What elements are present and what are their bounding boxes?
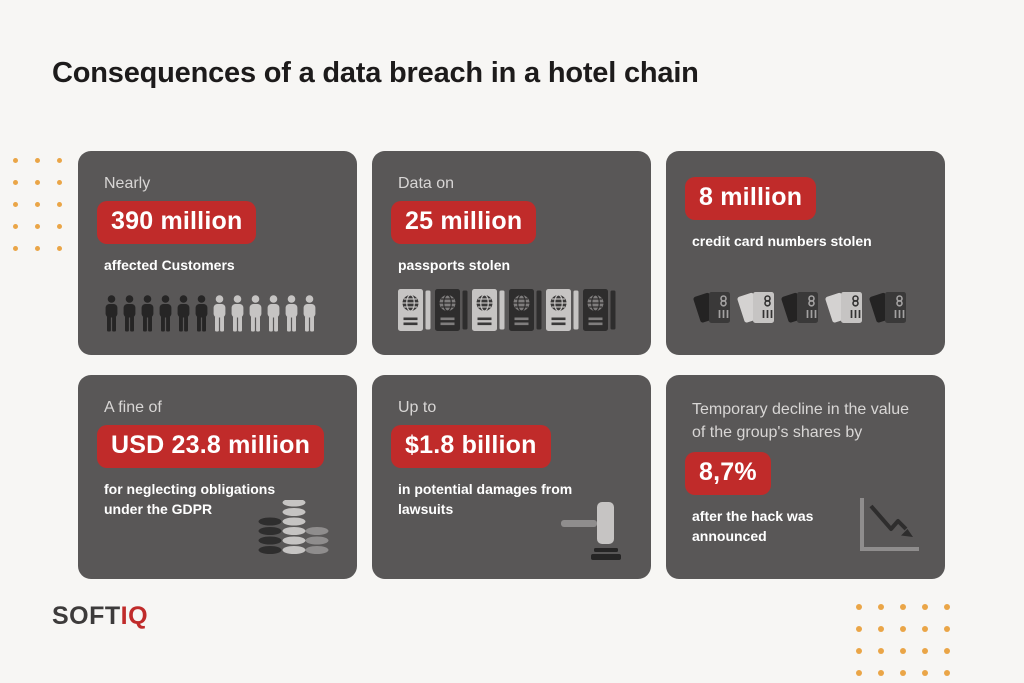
page-title: Consequences of a data breach in a hotel…: [52, 57, 699, 89]
orange-dot: [57, 224, 62, 229]
stat-badge: 390 million: [97, 201, 257, 244]
card-caption: passports stolen: [398, 257, 511, 273]
orange-dot: [878, 626, 884, 632]
logo-part-soft: SOFT: [52, 602, 121, 630]
stat-badge: 8 million: [685, 177, 817, 220]
card-intro: A fine of: [104, 399, 162, 416]
bottom-right-dots-decoration: [856, 604, 950, 676]
card-intro: Temporary decline in the value of the gr…: [692, 401, 910, 441]
orange-dot: [944, 626, 950, 632]
orange-dot: [900, 604, 906, 610]
orange-dot: [35, 202, 40, 207]
orange-dot: [57, 158, 62, 163]
card-caption: credit card numbers stolen: [692, 233, 872, 249]
orange-dot: [13, 224, 18, 229]
orange-dot: [922, 648, 928, 654]
card-intro: Up to: [398, 399, 437, 416]
softiq-logo: SOFTIQ: [52, 602, 148, 631]
orange-dot: [856, 626, 862, 632]
orange-dot: [35, 246, 40, 251]
orange-dot: [13, 202, 18, 207]
credit-cards-row-icon: [692, 287, 908, 327]
stat-badge: $1.8 billion: [391, 425, 551, 468]
logo-part-iq: IQ: [120, 602, 149, 630]
orange-dot: [900, 626, 906, 632]
orange-dot: [57, 246, 62, 251]
card-gdpr-fine: A fine of USD 23.8 million for neglectin…: [78, 375, 357, 579]
orange-dot: [900, 648, 906, 654]
orange-dot: [13, 246, 18, 251]
orange-dot: [900, 670, 906, 676]
orange-dot: [878, 670, 884, 676]
orange-dot: [878, 604, 884, 610]
orange-dot: [878, 648, 884, 654]
orange-dot: [35, 158, 40, 163]
card-caption: after the hack was announced: [692, 508, 814, 545]
orange-dot: [856, 648, 862, 654]
card-share-decline: Temporary decline in the value of the gr…: [666, 375, 945, 579]
stats-grid: Nearly 390 million affected Customers Da…: [78, 151, 945, 579]
declining-chart-icon: [857, 496, 921, 559]
orange-dot: [35, 180, 40, 185]
card-lawsuit-damages: Up to $1.8 billion in potential damages …: [372, 375, 651, 579]
stat-badge: 25 million: [391, 201, 537, 244]
orange-dot: [13, 180, 18, 185]
card-caption: in potential damages from lawsuits: [398, 481, 573, 517]
orange-dot: [856, 670, 862, 676]
orange-dot: [13, 158, 18, 163]
gavel-icon: [561, 500, 623, 565]
people-row-icon: [104, 295, 317, 333]
orange-dot: [944, 670, 950, 676]
orange-dot: [57, 202, 62, 207]
orange-dot: [922, 604, 928, 610]
orange-dot: [944, 604, 950, 610]
card-caption: for neglecting obligations under the GDP…: [104, 481, 276, 517]
left-dots-decoration: [13, 158, 62, 251]
orange-dot: [944, 648, 950, 654]
orange-dot: [922, 626, 928, 632]
passports-row-icon: [398, 289, 616, 331]
card-caption: affected Customers: [104, 257, 235, 273]
orange-dot: [856, 604, 862, 610]
orange-dot: [57, 180, 62, 185]
card-passports-stolen: Data on 25 million passports stolen: [372, 151, 651, 355]
coin-stacks-icon: [257, 498, 331, 563]
card-intro: Nearly: [104, 175, 151, 192]
stat-badge: 8,7%: [685, 452, 771, 496]
card-affected-customers: Nearly 390 million affected Customers: [78, 151, 357, 355]
stat-badge: USD 23.8 million: [97, 425, 325, 468]
orange-dot: [922, 670, 928, 676]
orange-dot: [35, 224, 40, 229]
card-credit-cards-stolen: 8 million credit card numbers stolen: [666, 151, 945, 355]
card-intro: Data on: [398, 175, 455, 192]
